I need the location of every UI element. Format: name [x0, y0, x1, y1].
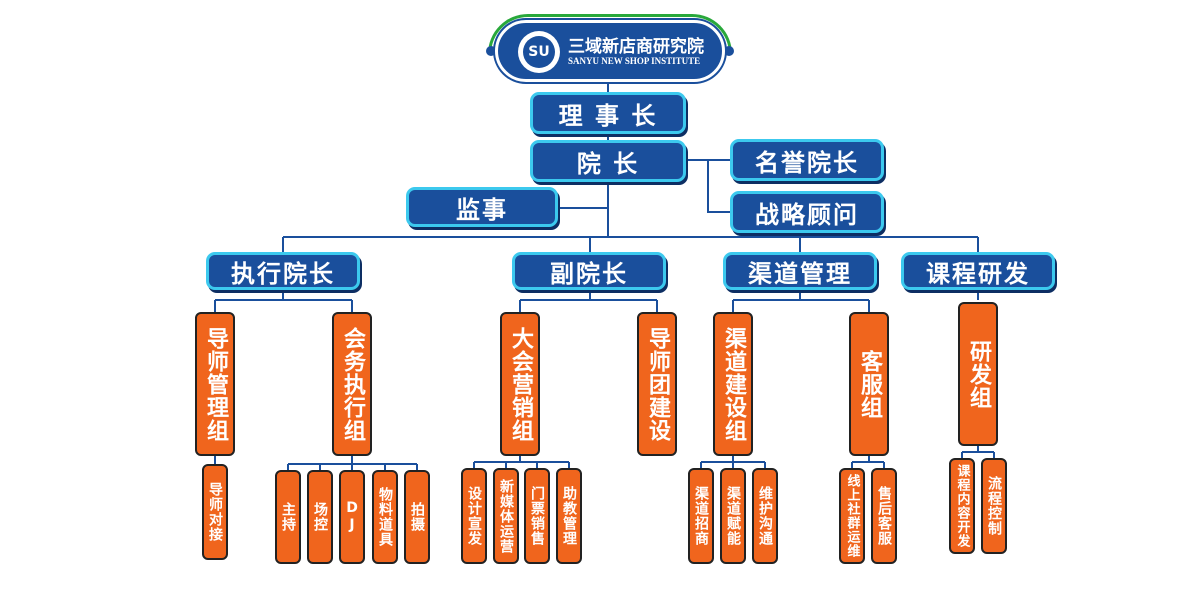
- box-strategic-advisor: 战略顾问: [730, 191, 884, 233]
- group-customer-service: 客服组: [849, 312, 889, 456]
- sub-assistant-management: 助教管理: [556, 468, 582, 564]
- box-president: 院 长: [530, 140, 686, 182]
- sub-course-content: 课程内容开发: [949, 458, 975, 554]
- sub-floor-control: 场控: [307, 470, 333, 564]
- sub-dj: DJ: [339, 470, 365, 564]
- sub-design-promotion: 设计宣发: [461, 468, 487, 564]
- sub-channel-empowerment: 渠道赋能: [720, 468, 746, 564]
- sub-maintenance-communication: 维护沟通: [752, 468, 778, 564]
- group-tutor-management: 导师管理组: [195, 312, 235, 456]
- sub-photography: 拍摄: [404, 470, 430, 564]
- sub-online-community: 线上社群运维: [839, 468, 865, 564]
- dept-course-development: 课程研发: [901, 252, 1055, 290]
- box-supervisor: 监事: [406, 187, 558, 227]
- dept-channel-management: 渠道管理: [723, 252, 877, 290]
- sub-process-control: 流程控制: [981, 458, 1007, 554]
- dept-vice-president: 副院长: [512, 252, 666, 290]
- sub-after-sales: 售后客服: [871, 468, 897, 564]
- group-research: 研发组: [958, 302, 998, 446]
- sub-props: 物料道具: [372, 470, 398, 564]
- institute-logo: SU 三域新店商研究院 SANYU NEW SHOP INSTITUTE: [495, 20, 725, 82]
- sub-tutor-liaison: 导师对接: [202, 464, 228, 560]
- group-tutor-team-building: 导师团建设: [637, 312, 677, 456]
- logo-title: 三域新店商研究院: [568, 37, 704, 57]
- box-chairman: 理 事 长: [530, 92, 686, 134]
- group-channel-building: 渠道建设组: [713, 312, 753, 456]
- logo-dot-right: [724, 46, 734, 56]
- box-honorary-president: 名誉院长: [730, 139, 884, 181]
- dept-executive-vp: 执行院长: [206, 252, 360, 290]
- logo-subtitle: SANYU NEW SHOP INSTITUTE: [568, 56, 701, 66]
- sub-ticket-sales: 门票销售: [524, 468, 550, 564]
- sub-channel-recruitment: 渠道招商: [688, 468, 714, 564]
- logo-dot-left: [486, 46, 496, 56]
- sub-new-media: 新媒体运营: [493, 468, 519, 564]
- group-conference-marketing: 大会营销组: [500, 312, 540, 456]
- emblem-icon: SU: [518, 31, 560, 73]
- group-conference-execution: 会务执行组: [332, 312, 372, 456]
- sub-host: 主持: [275, 470, 301, 564]
